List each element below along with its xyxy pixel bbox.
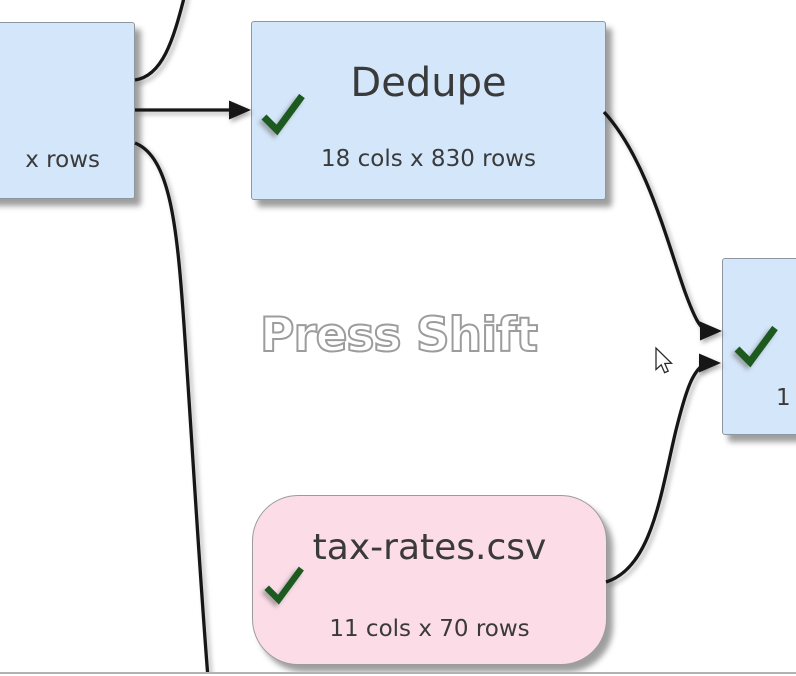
- node-subtitle: 18 cols x 830 rows: [321, 146, 536, 172]
- node-tax-rates-csv[interactable]: tax-rates.csv 11 cols x 70 rows: [252, 495, 607, 665]
- node-title: tax-rates.csv: [312, 527, 547, 568]
- node-right-partial[interactable]: 1: [722, 258, 796, 435]
- check-icon: [264, 566, 304, 605]
- arrowhead-into-right-upper: [700, 321, 722, 341]
- node-subtitle-fragment: 1: [776, 385, 791, 411]
- check-icon: [261, 93, 305, 136]
- node-dedupe[interactable]: Dedupe 18 cols x 830 rows: [251, 21, 606, 200]
- connector-left-to-offscreen-top[interactable]: [134, 0, 186, 82]
- press-shift-watermark: Press Shift: [259, 307, 539, 364]
- canvas-bottom-boundary: [0, 672, 796, 676]
- node-left-partial[interactable]: x rows: [0, 22, 135, 199]
- node-title: Dedupe: [350, 60, 507, 106]
- node-subtitle: 11 cols x 70 rows: [329, 616, 530, 642]
- mouse-cursor-icon: [655, 346, 674, 374]
- connector-dedupe-to-right[interactable]: [602, 110, 707, 332]
- connector-left-to-offscreen-bottom[interactable]: [134, 141, 210, 676]
- check-icon: [734, 325, 778, 368]
- arrowhead-into-right-lower: [699, 353, 721, 373]
- node-subtitle-fragment: x rows: [25, 147, 100, 173]
- connector-taxrates-to-right[interactable]: [605, 362, 706, 584]
